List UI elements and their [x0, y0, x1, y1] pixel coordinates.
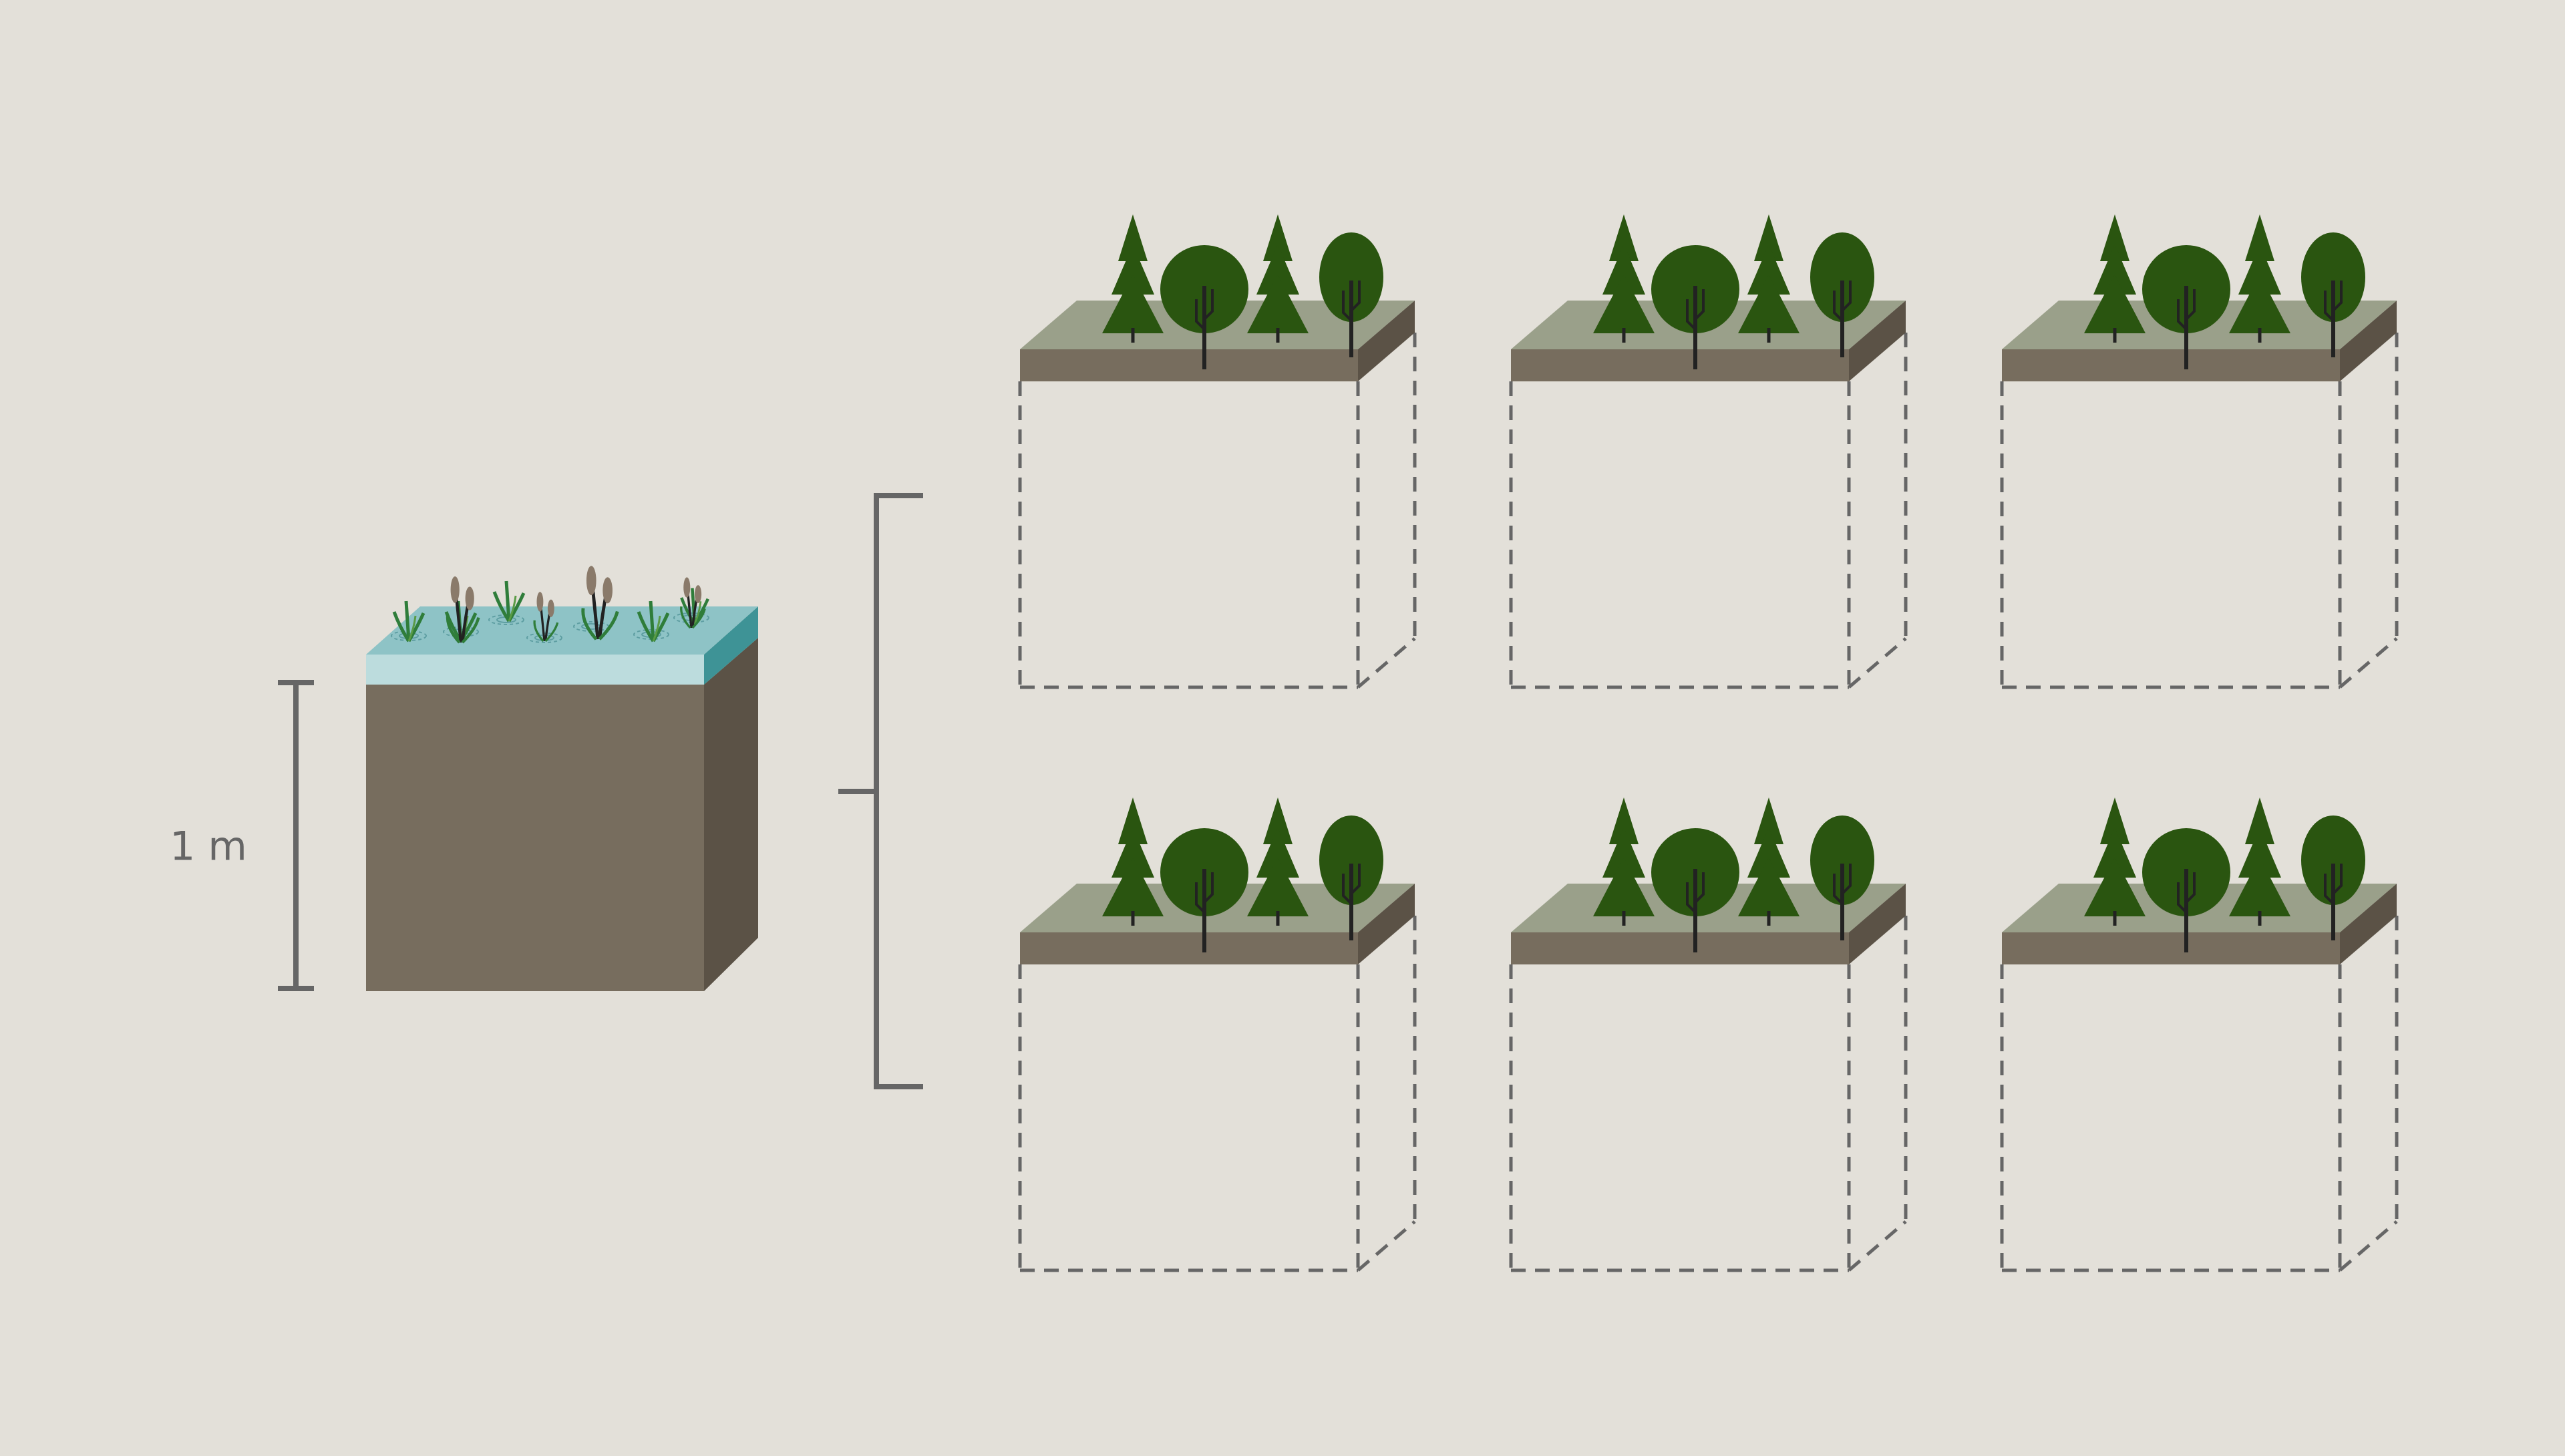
wetland-block-front — [366, 685, 704, 991]
wetland-water-side — [704, 606, 758, 685]
forest-block-front — [1020, 349, 1358, 381]
conifer-tree-icon — [1247, 214, 1309, 343]
conifer-tree-icon — [1738, 214, 1800, 343]
conifer-tree-icon — [1102, 797, 1164, 926]
forest-block-side — [1358, 301, 1415, 381]
forest-block-front — [1511, 349, 1849, 381]
wetland-water-band — [366, 655, 704, 685]
forest-block — [1018, 214, 1417, 689]
conifer-tree-icon — [1593, 214, 1655, 343]
forest-block-front — [1511, 932, 1849, 964]
wetland-block — [366, 566, 758, 991]
forest-block-side — [1358, 884, 1415, 964]
forest-block-front — [2002, 932, 2340, 964]
height-measure-bar — [278, 680, 314, 991]
forest-block — [1018, 797, 1417, 1272]
forest-group-bracket — [838, 493, 923, 1089]
forest-block — [1509, 214, 1908, 689]
forest-block-side — [2340, 301, 2397, 381]
conifer-tree-icon — [1247, 797, 1309, 926]
forest-block-dashed-outline — [1509, 916, 1908, 1272]
forest-block — [1509, 797, 1908, 1272]
forest-block-dashed-outline — [1018, 333, 1417, 689]
conifer-tree-icon — [1593, 797, 1655, 926]
forest-block-dashed-outline — [2000, 916, 2399, 1272]
forest-block-dashed-outline — [1509, 333, 1908, 689]
forest-block — [2000, 214, 2399, 689]
forest-block-grid — [1018, 214, 2399, 1272]
conifer-tree-icon — [1102, 214, 1164, 343]
conifer-tree-icon — [2084, 214, 2146, 343]
conifer-tree-icon — [2229, 214, 2290, 343]
conifer-tree-icon — [2229, 797, 2290, 926]
forest-block-side — [1849, 301, 1906, 381]
forest-block-side — [1849, 884, 1906, 964]
wetland-block-side — [704, 638, 758, 991]
forest-block-dashed-outline — [1018, 916, 1417, 1272]
forest-block-side — [2340, 884, 2397, 964]
height-measure-label: 1 m — [170, 824, 247, 870]
forest-block-front — [1020, 932, 1358, 964]
forest-block-dashed-outline — [2000, 333, 2399, 689]
conifer-tree-icon — [2084, 797, 2146, 926]
forest-block-front — [2002, 349, 2340, 381]
conifer-tree-icon — [1738, 797, 1800, 926]
forest-block — [2000, 797, 2399, 1272]
